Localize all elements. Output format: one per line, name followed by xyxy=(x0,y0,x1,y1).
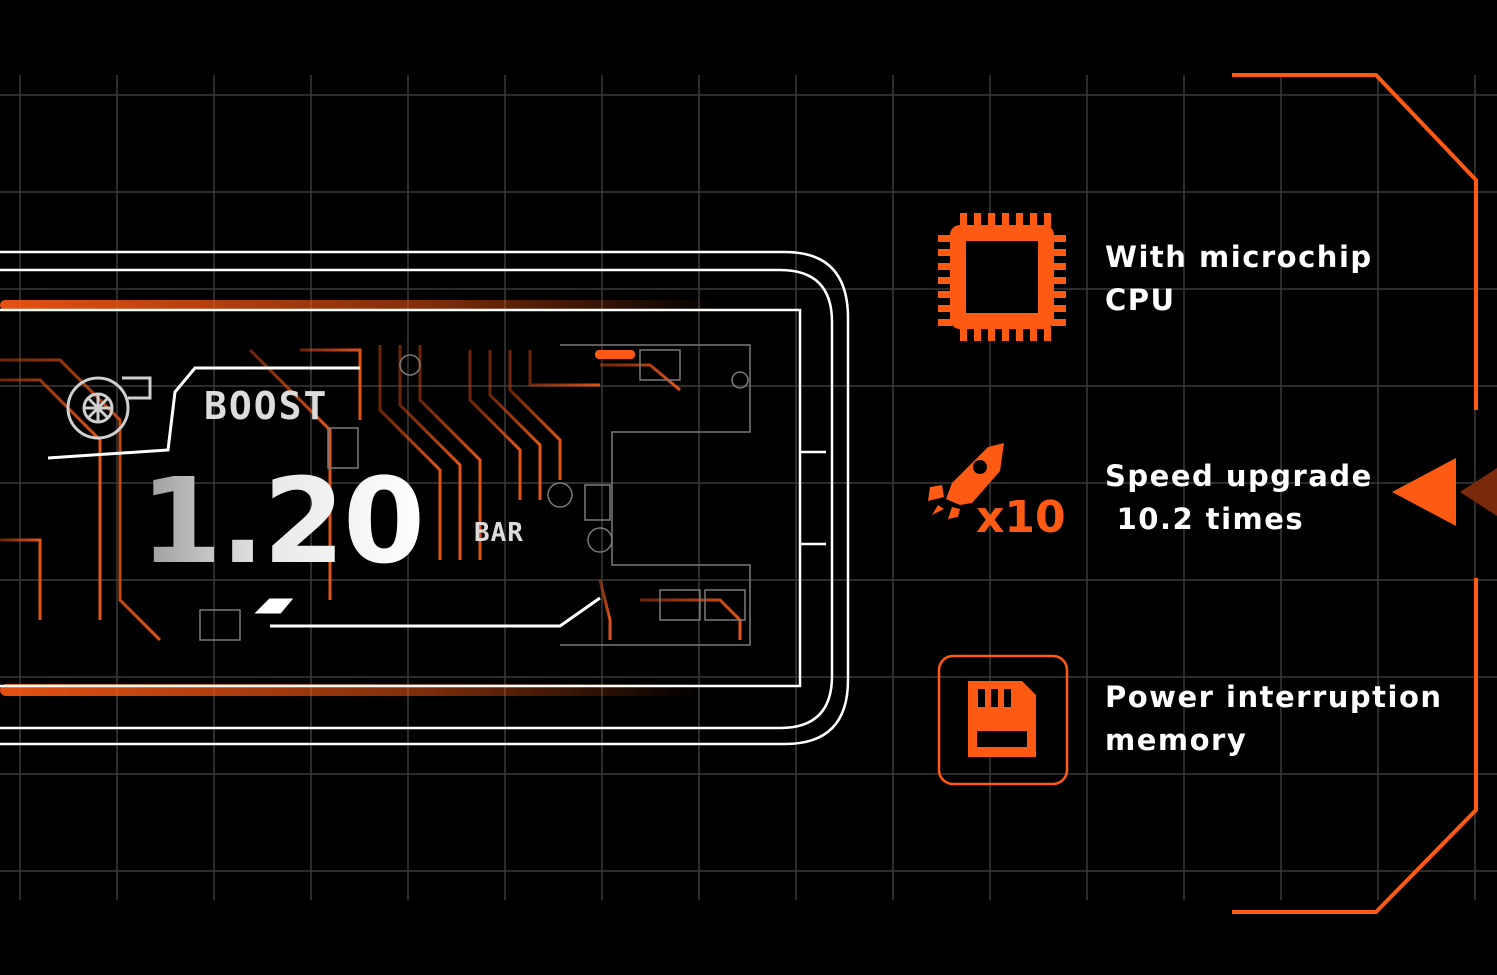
feature-line-2: 10.2 times xyxy=(1105,502,1305,536)
circuit-board-art xyxy=(0,345,742,642)
display-frame xyxy=(47,366,601,628)
indicator-bar xyxy=(595,350,635,359)
feature-speed: Speed upgrade 10.2 times xyxy=(1105,455,1373,541)
device-housing xyxy=(0,250,850,746)
right-bracket-frame xyxy=(1232,73,1478,914)
glow-streak-top xyxy=(0,300,720,310)
feature-line-1: Power interruption xyxy=(1105,680,1443,714)
gauge-unit: BAR xyxy=(474,518,524,548)
circuit-board-outline xyxy=(199,344,751,646)
gauge-label: BOOST xyxy=(204,384,329,428)
sd-card-icon xyxy=(937,654,1069,786)
feature-microchip: With microchip CPU xyxy=(1105,236,1373,322)
feature-line-1: With microchip xyxy=(1105,240,1373,274)
feature-line-1: Speed upgrade xyxy=(1105,459,1373,493)
microchip-icon xyxy=(938,213,1066,341)
turbo-icon xyxy=(66,376,152,440)
feature-line-2: CPU xyxy=(1105,283,1176,317)
feature-memory: Power interruption memory xyxy=(1105,676,1443,762)
pointer-arrow-shadow xyxy=(1460,468,1497,516)
speed-multiplier-badge: x10 xyxy=(976,492,1066,543)
gauge-value: 1.20 xyxy=(140,452,425,590)
pointer-arrow xyxy=(1392,458,1456,526)
feature-line-2: memory xyxy=(1105,723,1248,757)
rocket-icon xyxy=(928,443,1004,519)
